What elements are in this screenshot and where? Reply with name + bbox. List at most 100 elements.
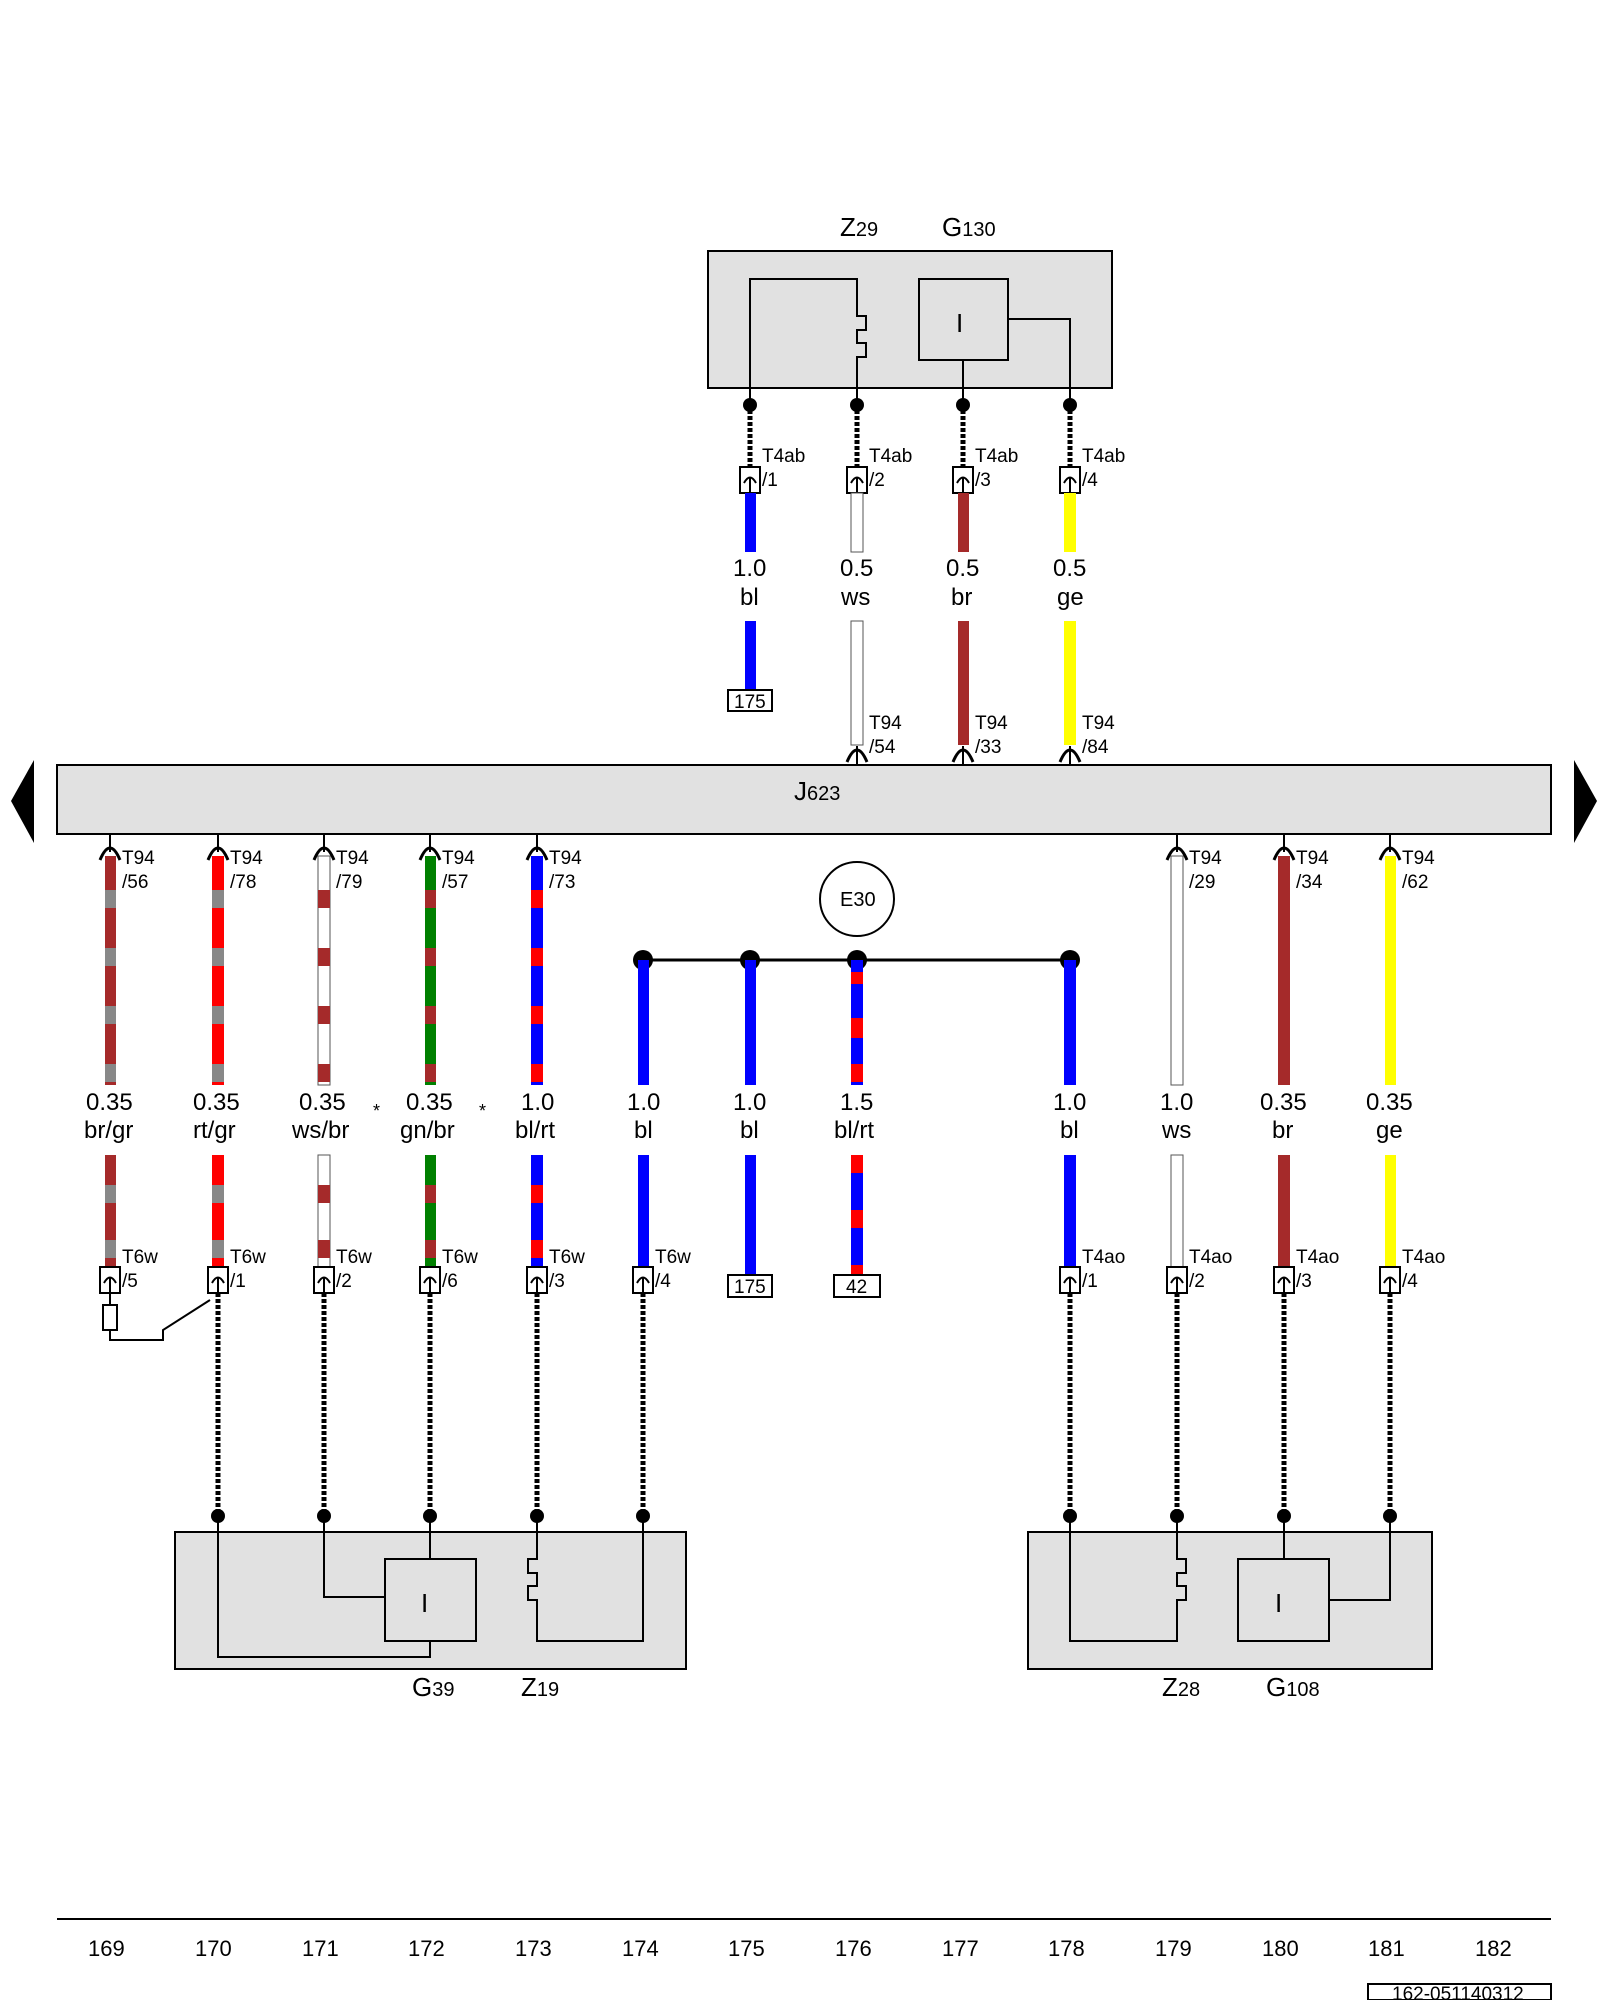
g108-sensor-glyph: I — [1275, 1588, 1282, 1618]
top-wire-3: T4ab /3 0.5 br T94 /33 — [946, 388, 1018, 765]
wire-segment — [958, 621, 969, 745]
connector-symbol — [1059, 1266, 1081, 1294]
top-wire-4: T4ab /4 0.5 ge T94 /84 — [1053, 388, 1125, 765]
track-number: 172 — [408, 1936, 445, 1961]
track-number: 179 — [1155, 1936, 1192, 1961]
wire-segment — [105, 856, 116, 1085]
wire-size: 1.0 — [1160, 1089, 1193, 1116]
t94-pin: /34 — [1296, 872, 1323, 893]
right-continuation-arrow — [1574, 760, 1597, 843]
t94-label: T94 — [1189, 848, 1222, 869]
wire-segment — [425, 856, 436, 1085]
wire-color-code: bl — [740, 584, 759, 611]
wire-segment — [212, 856, 224, 1085]
splice-dot — [1063, 1509, 1077, 1523]
splice-dot — [1063, 398, 1077, 412]
bottom-wire-12: T94 /62 0.35 ge T4ao /4 — [1366, 834, 1445, 1523]
connector-symbol — [99, 1266, 121, 1294]
bottom-wire-2: T94 /78 0.35 rt/gr T6w /1 — [193, 834, 266, 1523]
bottom-wire-3: T94 /79 0.35 ws/br * T6w /2 — [291, 834, 380, 1523]
track-number: 169 — [88, 1936, 125, 1961]
wire-size: 0.35 — [1260, 1089, 1307, 1116]
connector-symbol — [1059, 466, 1081, 494]
connector-label: T4ab — [975, 446, 1018, 467]
g108-label: G108 — [1266, 1672, 1320, 1702]
track-number: 173 — [515, 1936, 552, 1961]
wire-segment — [745, 960, 756, 1085]
connector-symbol — [846, 466, 868, 494]
z29-heater-element — [749, 278, 867, 388]
g39-sensor-leads — [323, 1516, 431, 1598]
t94-pin: /84 — [1082, 737, 1109, 758]
wire-segment — [745, 493, 756, 552]
g108-sensor-leads — [1283, 1516, 1391, 1601]
pin-label: /2 — [869, 470, 885, 491]
z28-label: Z28 — [1162, 1672, 1200, 1702]
track-number: 176 — [835, 1936, 872, 1961]
wire-segment — [212, 1155, 224, 1267]
t94-pin: /54 — [869, 737, 896, 758]
connector-symbol — [207, 1266, 229, 1294]
wire-color-code: bl/rt — [834, 1117, 874, 1144]
footnote-star: * — [373, 1101, 380, 1121]
wire-segment — [1170, 1154, 1184, 1268]
g39-sensor-glyph: I — [421, 1588, 428, 1618]
t94-label: T94 — [975, 713, 1008, 734]
bottom-wire-11: T94 /34 0.35 br T4ao /3 — [1260, 834, 1339, 1523]
t94-label: T94 — [122, 848, 155, 869]
wire-size: 0.5 — [1053, 555, 1086, 582]
pin-label: /4 — [1402, 1271, 1418, 1292]
z28-heater-element — [1069, 1516, 1187, 1642]
wire-segment — [1064, 960, 1076, 1085]
wire-size: 0.35 — [1366, 1089, 1413, 1116]
z29-label: Z29 — [840, 212, 878, 242]
wire-size: 1.0 — [1053, 1089, 1086, 1116]
connector-label: T4ab — [762, 446, 805, 467]
connector-label: T4ao — [1296, 1247, 1339, 1268]
splice-dot — [956, 398, 970, 412]
connector-label: T4ab — [1082, 446, 1125, 467]
wire-color-code: bl/rt — [515, 1117, 555, 1144]
wire-color-code: bl — [634, 1117, 653, 1144]
wire-size: 0.5 — [840, 555, 873, 582]
component-z28-g108: I Z28 G108 — [1027, 1516, 1433, 1702]
connector-symbol — [739, 466, 761, 494]
wire-segment — [638, 1155, 649, 1267]
connector-symbol — [526, 1266, 548, 1294]
connector-symbol — [1273, 1266, 1295, 1294]
wire-color-code: br/gr — [84, 1117, 133, 1144]
bottom-wire-6: 1.0 bl T6w /4 — [627, 960, 691, 1523]
pin-label: /5 — [122, 1271, 138, 1292]
track-number: 178 — [1048, 1936, 1085, 1961]
bottom-wire-7: 1.0 bl 175 — [727, 960, 773, 1298]
wire-color-code: bl — [1060, 1117, 1079, 1144]
bottom-wire-10: T94 /29 1.0 ws T4ao /2 — [1160, 834, 1232, 1523]
ref-number: 175 — [734, 692, 766, 713]
wire-segment — [1064, 1155, 1076, 1267]
connector-symbol — [419, 1266, 441, 1294]
wire-size: 0.35 — [406, 1089, 453, 1116]
track-number: 175 — [728, 1936, 765, 1961]
wire-size: 1.0 — [521, 1089, 554, 1116]
pin-label: /6 — [442, 1271, 458, 1292]
g39-ground-loop — [217, 1516, 431, 1658]
wire-segment — [1278, 1155, 1290, 1267]
wire-color-code: br — [951, 584, 972, 611]
t94-pin: /57 — [442, 872, 468, 893]
bottom-wire-9: 1.0 bl T4ao /1 — [1053, 960, 1125, 1523]
wire-segment — [1170, 855, 1184, 1086]
track-number: 174 — [622, 1936, 659, 1961]
e30-circle — [819, 861, 895, 937]
wire-segment — [531, 1155, 543, 1267]
wire-segment — [317, 855, 331, 1086]
j623-housing — [56, 764, 1552, 835]
j623-label: J623 — [794, 776, 840, 806]
wire-segment — [1278, 856, 1290, 1085]
wire-segment — [850, 620, 864, 746]
footnote-star: * — [479, 1101, 486, 1121]
wire-color-code: br — [1272, 1117, 1293, 1144]
top-wire-2: T4ab /2 0.5 ws T94 /54 — [840, 388, 912, 765]
wire-color-code: gn/br — [400, 1117, 455, 1144]
wire-segment — [745, 1155, 756, 1275]
component-z29-g130: Z29 G130 I — [707, 212, 1113, 389]
